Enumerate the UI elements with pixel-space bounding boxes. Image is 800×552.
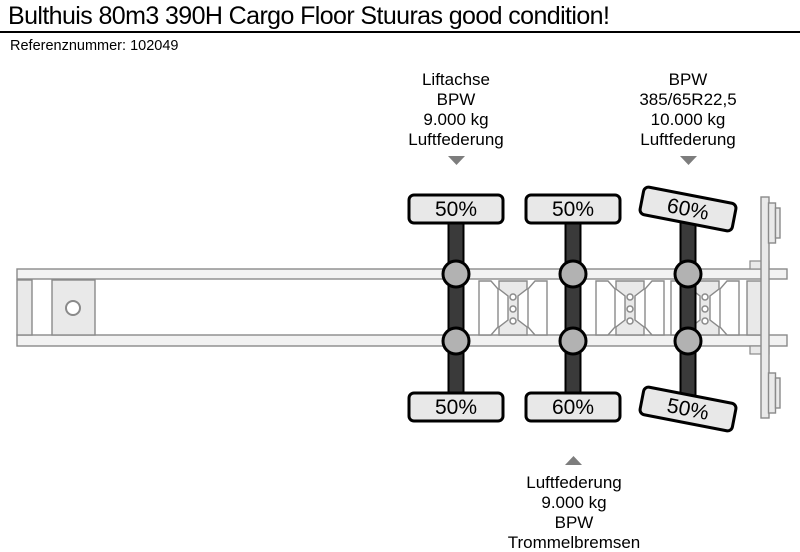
annotation-line: 9.000 kg (541, 493, 607, 512)
axle-assembly-3: 60% 50% (638, 185, 738, 433)
bolt-hole (626, 317, 634, 325)
axle-assembly-1: 50% 50% (407, 193, 505, 423)
axle-bar (447, 199, 465, 417)
reference-number: Referenznummer: 102049 (10, 38, 178, 54)
chassis-rail-top (16, 268, 788, 280)
wheel-bottom (407, 391, 505, 423)
axle-assembly-2: 50% 60% (524, 193, 622, 423)
page-title: Bulthuis 80m3 390H Cargo Floor Stuuras g… (8, 2, 610, 30)
hub-circle (673, 326, 703, 356)
annotation-line: Luftfederung (408, 130, 504, 149)
annotation-line: Luftfederung (526, 473, 622, 492)
annotation-lift-axle: Liftachse BPW 9.000 kg Luftfederung (336, 70, 576, 150)
bracket-plate (719, 280, 740, 336)
rear-light (774, 207, 781, 239)
bolt-hole (626, 293, 634, 301)
axle-bar (679, 199, 697, 417)
crossmember-group-2 (595, 280, 665, 336)
rear-end (746, 196, 781, 419)
bolt-hole (626, 305, 634, 313)
crossmember-group-1 (478, 280, 548, 336)
kingpin (65, 300, 81, 316)
hub-circle (558, 326, 588, 356)
hub-circle (441, 326, 471, 356)
bracket-plate (478, 280, 499, 336)
arrow-up-icon (565, 456, 582, 465)
axle-bar (564, 199, 582, 417)
bolt-hole (701, 305, 709, 313)
bolt-hole (509, 293, 517, 301)
wheel-top (524, 193, 622, 225)
annotation-line: Trommelbremsen (507, 533, 641, 552)
rear-bumper-bar (760, 196, 770, 419)
rear-light (774, 377, 781, 409)
arrow-down-icon (448, 156, 465, 165)
bolt-hole (509, 317, 517, 325)
bracket-plate (527, 280, 548, 336)
annotation-line: Liftachse (421, 70, 491, 89)
annotation-line: BPW (436, 90, 476, 109)
annotation-middle-axle: Luftfederung 9.000 kg BPW Trommelbremsen (454, 473, 694, 552)
title-divider (0, 31, 800, 33)
hub-circle (558, 259, 588, 289)
hub-circle (441, 259, 471, 289)
wheel-top (638, 185, 738, 233)
wheel-load-label: 60% (552, 396, 594, 419)
annotation-line: 9.000 kg (423, 110, 489, 129)
arrow-down-icon (680, 156, 697, 165)
wheel-bottom (638, 385, 738, 433)
bolt-hole (509, 305, 517, 313)
annotation-line: BPW (668, 70, 708, 89)
annotation-line: 385/65R22,5 (639, 90, 737, 109)
steered-wheel-top: 60% (638, 185, 738, 233)
hub-circle (673, 259, 703, 289)
steered-wheel-bottom: 50% (638, 385, 738, 433)
reference-value: 102049 (130, 38, 179, 54)
front-end-cap (16, 279, 33, 336)
chassis-rail-bottom (16, 334, 788, 347)
wheel-load-label: 50% (552, 198, 594, 221)
annotation-rear-axle: BPW 385/65R22,5 10.000 kg Luftfederung (568, 70, 800, 150)
rear-light (767, 372, 777, 414)
wheel-load-label: 50% (435, 396, 477, 419)
wheel-load-label: 50% (435, 198, 477, 221)
annotation-line: 10.000 kg (650, 110, 726, 129)
wheel-bottom (524, 391, 622, 423)
annotation-line: BPW (554, 513, 594, 532)
bracket-plate (595, 280, 616, 336)
bracket-plate (644, 280, 665, 336)
wheel-top (407, 193, 505, 225)
annotation-line: Luftfederung (640, 130, 736, 149)
bolt-hole (701, 293, 709, 301)
rear-light (767, 202, 777, 244)
chassis (16, 268, 788, 347)
reference-label: Referenznummer: (10, 38, 127, 54)
bolt-hole (701, 317, 709, 325)
